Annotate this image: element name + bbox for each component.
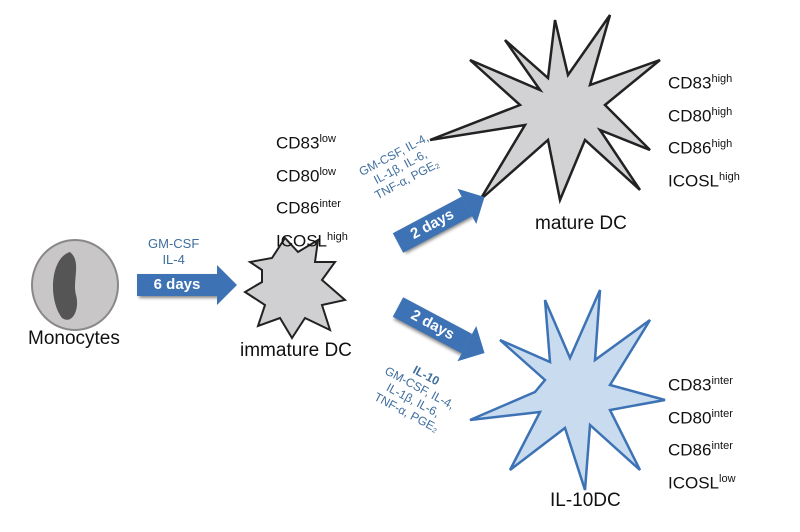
monocytes-label: Monocytes <box>28 328 120 349</box>
cytokine-line: IL-4 <box>162 252 185 267</box>
marker-level: inter <box>711 440 733 453</box>
marker-level: high <box>711 105 733 118</box>
marker-level: low <box>319 133 336 145</box>
marker-name: CD83 <box>668 375 712 395</box>
marker: CD86inter <box>276 190 348 223</box>
marker-name: CD80 <box>276 166 320 186</box>
marker: CD80inter <box>668 400 736 433</box>
marker-name: ICOSL <box>668 473 720 493</box>
marker: CD80low <box>276 158 348 191</box>
marker: ICOSLhigh <box>276 223 348 256</box>
cytokine-line: GM-CSF <box>148 236 200 251</box>
marker: CD83high <box>668 65 740 98</box>
immature-markers: CD83low CD80low CD86inter ICOSLhigh <box>276 125 348 256</box>
marker: CD83low <box>276 125 348 158</box>
marker-level: low <box>719 472 736 485</box>
mature-markers: CD83high CD80high CD86high ICOSLhigh <box>668 65 740 196</box>
marker-level: high <box>719 170 740 183</box>
monocyte-cell <box>31 239 119 331</box>
mature-dc-cell <box>429 14 661 205</box>
marker-name: CD83 <box>276 133 320 153</box>
marker-name: CD86 <box>276 198 320 218</box>
marker: CD86high <box>668 130 740 163</box>
il10dc-label: IL-10DC <box>550 490 621 511</box>
marker-level: inter <box>711 407 733 420</box>
immature-dc-cell <box>243 236 348 340</box>
marker: CD83inter <box>668 367 736 400</box>
marker-name: CD80 <box>668 408 712 428</box>
arrow-6-days: 6 days <box>137 265 237 305</box>
marker-level: high <box>711 73 733 85</box>
marker-level: inter <box>319 198 341 211</box>
immature-dc-label: immature DC <box>240 340 352 361</box>
marker-name: CD83 <box>668 73 712 93</box>
il10-dc-cell <box>469 289 666 491</box>
marker-level: low <box>319 165 336 178</box>
marker: CD80high <box>668 98 740 131</box>
marker-name: ICOSL <box>276 231 328 251</box>
marker-name: CD86 <box>668 138 712 158</box>
il10dc-markers: CD83inter CD80inter CD86inter ICOSLlow <box>668 367 736 498</box>
marker-name: ICOSL <box>668 171 720 191</box>
marker-name: CD86 <box>668 440 712 460</box>
mature-dc-label: mature DC <box>535 213 627 234</box>
marker-name: CD80 <box>668 106 712 126</box>
marker: CD86inter <box>668 432 736 465</box>
marker-level: high <box>327 230 348 243</box>
marker: ICOSLlow <box>668 465 736 498</box>
marker-level: inter <box>711 375 733 387</box>
marker-level: high <box>711 138 733 151</box>
marker: ICOSLhigh <box>668 163 740 196</box>
